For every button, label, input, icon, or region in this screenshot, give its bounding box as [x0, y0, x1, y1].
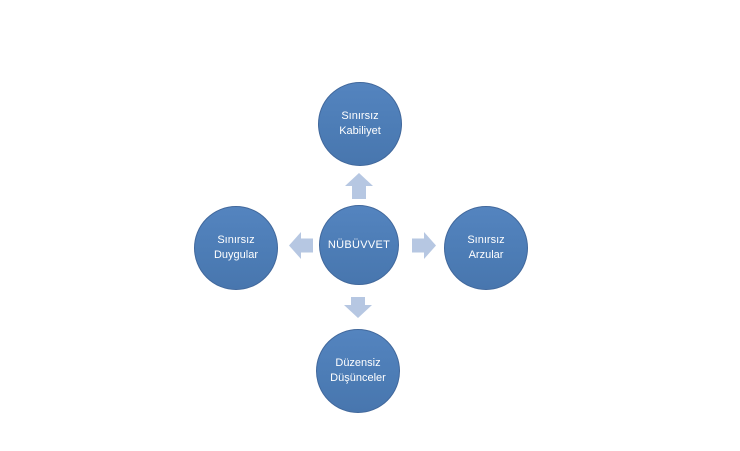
node-sinirsiz-arzular: Sınırsız Arzular: [444, 206, 528, 290]
node-label-line: Sınırsız: [341, 110, 379, 122]
arrow-left-icon: [289, 232, 313, 259]
node-label-line: Sınırsız: [467, 234, 505, 246]
node-sinirsiz-duygular: Sınırsız Duygular: [194, 206, 278, 290]
node-duzensiz-dusunceler: Düzensiz Düşünceler: [316, 329, 400, 413]
arrow-right-icon: [412, 232, 436, 259]
arrow-up-icon: [345, 173, 373, 199]
node-sinirsiz-kabiliyet: Sınırsız Kabiliyet: [318, 82, 402, 166]
node-label-line: Kabiliyet: [339, 125, 381, 137]
node-label-line: Düzensiz: [335, 357, 381, 369]
node-label-line: Düşünceler: [330, 372, 386, 384]
node-label-line: Sınırsız: [217, 234, 255, 246]
node-label-line: Arzular: [468, 249, 504, 261]
arrow-down-icon: [344, 297, 372, 318]
center-node-label: NÜBÜVVET: [327, 238, 391, 251]
node-label-line: Duygular: [213, 249, 259, 261]
node-nubuvvet-center: NÜBÜVVET: [319, 205, 399, 285]
